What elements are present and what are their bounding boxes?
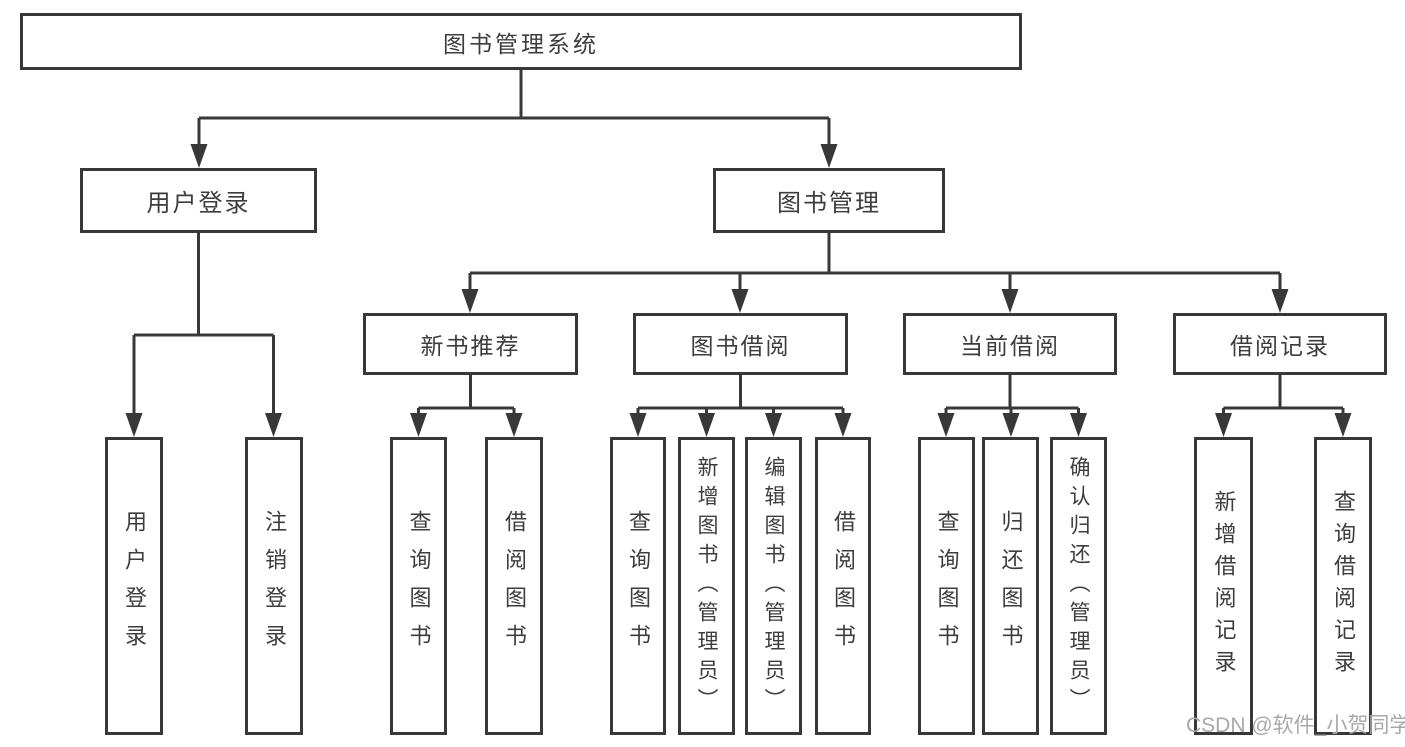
leaf-return-books: 归还图书 [982, 437, 1039, 735]
leaf-query-books-current: 查询图书 [918, 437, 975, 735]
watermark-text: CSDN @软件_小贺同学 [1186, 714, 1405, 737]
arrowhead-icon [265, 413, 282, 437]
leaf-add-borrow-record: 新增借阅记录 [1194, 437, 1253, 735]
arrowhead-icon [505, 413, 523, 437]
node-user-login: 用户登录 [80, 168, 317, 233]
node-new-book-recommend: 新书推荐 [363, 313, 578, 375]
leaf-user-login: 用户登录 [105, 437, 163, 735]
arrowhead-icon [629, 413, 647, 437]
arrowhead-icon [1215, 413, 1232, 437]
arrowhead-icon [1001, 289, 1019, 313]
leaf-add-book-admin: 新增图书（管理员） [678, 437, 735, 735]
arrowhead-icon [937, 413, 955, 437]
node-user-login-label: 用户登录 [146, 190, 251, 217]
arrowhead-icon [820, 144, 838, 168]
leaf-borrow-books-recommend: 借阅图书 [485, 437, 543, 735]
leaf-confirm-return-admin: 确认归还（管理员） [1050, 437, 1107, 735]
arrowhead-icon [1070, 413, 1087, 437]
arrowhead-icon [125, 413, 143, 437]
arrowhead-icon [834, 413, 852, 437]
node-book-management: 图书管理 [713, 168, 945, 233]
node-root-label: 图书管理系统 [443, 30, 599, 57]
leaf-logout: 注销登录 [245, 437, 303, 735]
node-borrowing-records: 借阅记录 [1173, 313, 1387, 375]
leaf-borrow-books-borrowing: 借阅图书 [815, 437, 871, 735]
arrowhead-icon [731, 289, 749, 313]
leaf-edit-book-admin: 编辑图书（管理员） [745, 437, 802, 735]
node-current-borrowing: 当前借阅 [903, 313, 1117, 375]
leaf-query-books-borrowing: 查询图书 [610, 437, 666, 735]
arrowhead-icon [765, 413, 782, 437]
arrowhead-icon [1334, 413, 1352, 437]
arrowhead-icon [410, 413, 427, 437]
leaf-query-borrow-record: 查询借阅记录 [1314, 437, 1372, 735]
node-root: 图书管理系统 [20, 13, 1022, 70]
arrowhead-icon [1271, 289, 1289, 313]
arrowhead-icon [698, 413, 715, 437]
node-book-management-label: 图书管理 [777, 190, 881, 217]
node-book-borrowing: 图书借阅 [633, 313, 848, 375]
arrowhead-icon [190, 144, 208, 168]
leaf-query-books-recommend: 查询图书 [390, 437, 447, 735]
arrowhead-icon [1002, 413, 1020, 437]
arrowhead-icon [461, 289, 479, 313]
